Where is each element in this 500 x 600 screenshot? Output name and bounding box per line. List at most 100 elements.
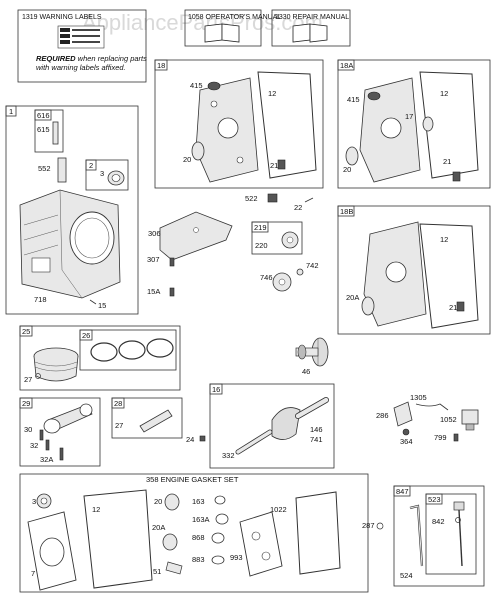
watermark-text: AppliancePartsPros.com — [82, 10, 323, 35]
o-ring-icon — [455, 517, 461, 523]
bolt-icon — [45, 439, 50, 451]
exhaust-gasket-icon — [295, 491, 341, 575]
group-number: 2 — [89, 161, 93, 170]
valve-guide-icon — [52, 121, 59, 145]
part-label: 51 — [153, 567, 161, 576]
warning-labels-box[interactable]: 1319 WARNING LABELS REQUIRED when replac… — [17, 9, 147, 83]
group-number: 26 — [82, 331, 90, 340]
part-label: 146 — [310, 425, 323, 434]
part-label: 30 — [24, 425, 32, 434]
part-label: 842 — [432, 517, 445, 526]
crankshaft-icon — [235, 397, 329, 455]
part-24[interactable]: 24 — [186, 435, 206, 444]
screw-icon — [169, 287, 175, 297]
part-label: 12 — [440, 235, 448, 244]
oil-seal-icon — [164, 493, 180, 511]
part-label: 742 — [306, 261, 319, 270]
part-label: 22 — [294, 203, 302, 212]
gasket-icon — [419, 223, 479, 329]
manual-number: 1058 — [188, 14, 204, 21]
o-ring-icon — [376, 522, 384, 530]
gasket-icon — [165, 561, 183, 575]
warning-note-line2: with warning labels affixed. — [36, 63, 126, 72]
part-label: 1305 — [410, 393, 427, 402]
breather-parts[interactable]: 306 307 15A 522 22 — [147, 193, 314, 297]
part-label: 1022 — [270, 505, 287, 514]
part-label: 163A — [192, 515, 210, 524]
part-label: 306 — [148, 229, 161, 238]
part-label: 46 — [302, 367, 310, 376]
oil-sensor-icon — [461, 409, 479, 431]
valve-cover-gasket-icon — [239, 511, 283, 577]
group-18a-crankcase-cover[interactable]: 18A 415 12 17 20 21 — [337, 59, 491, 189]
manual-number: 1330 — [275, 14, 291, 21]
part-label: 741 — [310, 435, 323, 444]
part-label: 307 — [147, 255, 160, 264]
group-number: 847 — [396, 487, 409, 496]
operators-manual-box[interactable]: 1058 OPERATOR'S MANUAL — [184, 9, 281, 47]
part-label: 20 — [154, 497, 162, 506]
warning-label-stack-icon — [57, 25, 105, 49]
part-label: 1052 — [440, 415, 457, 424]
cylinder-block-icon — [19, 189, 121, 299]
bracket-icon — [267, 193, 278, 203]
part-label: 7 — [31, 569, 35, 578]
part-label: 32 — [30, 441, 38, 450]
gasket-icon — [419, 71, 479, 179]
group-18-crankcase-cover[interactable]: 18 415 12 20 21 — [154, 59, 324, 189]
part-label: 163 — [192, 497, 205, 506]
warning-note-bold: REQUIRED — [36, 54, 76, 63]
group-25-piston[interactable]: 25 27 26 — [19, 325, 181, 391]
gasket-icon — [215, 513, 229, 525]
part-label: 868 — [192, 533, 205, 542]
gasket-set-358[interactable]: 358 ENGINE GASKET SET 3 7 12 20 20A 51 1… — [19, 473, 369, 593]
bolt-icon — [39, 429, 44, 441]
part-label: 552 — [38, 164, 51, 173]
part-label: 32A — [40, 455, 53, 464]
piston-rings-icon — [90, 338, 174, 362]
group-number: 219 — [254, 223, 267, 232]
part-label: 718 — [34, 295, 47, 304]
part-label: 15 — [98, 301, 106, 310]
crankcase-gasket-icon — [83, 489, 153, 589]
bushing-icon — [57, 157, 67, 183]
part-label: 15A — [147, 287, 160, 296]
svg-text:1330 REPAIR MANUAL: 1330 REPAIR MANUAL — [275, 14, 349, 21]
camshaft-icon — [295, 337, 329, 367]
piston-icon — [33, 347, 79, 382]
dipstick-tube-icon — [409, 504, 424, 567]
group-title: 358 ENGINE GASKET SET — [146, 475, 239, 484]
group-18b-crankcase-cover[interactable]: 18B 12 20A 21 — [337, 205, 491, 335]
group-29-connecting-rod[interactable]: 29 30 32 32A — [19, 397, 101, 467]
part-label: 287 — [362, 521, 375, 530]
group-number: 18B — [340, 207, 353, 216]
part-label: 27 — [115, 421, 123, 430]
part-label: 799 — [434, 433, 447, 442]
group-number: 523 — [428, 495, 441, 504]
part-label: 24 — [186, 435, 194, 444]
part-label: 993 — [230, 553, 243, 562]
part-label: 12 — [268, 89, 276, 98]
part-label: 12 — [440, 89, 448, 98]
gasket-icon — [257, 71, 317, 179]
camshaft-46[interactable]: 46 — [295, 337, 329, 376]
group-number: 18 — [157, 61, 165, 70]
gasket-icon — [211, 555, 225, 565]
part-label: 21 — [270, 161, 278, 170]
group-16-crankshaft[interactable]: 16 332 146 741 — [209, 383, 335, 469]
dipstick-tube-icon — [367, 91, 381, 101]
part-label: 20A — [346, 293, 359, 302]
group-219-governor[interactable]: 219 220 742 746 — [251, 221, 319, 292]
repair-manual-box[interactable]: 1330 REPAIR MANUAL — [271, 9, 351, 47]
group-number: 616 — [37, 111, 50, 120]
group-28-wrist-pin[interactable]: 28 27 — [111, 397, 183, 439]
group-847-dipstick[interactable]: 287 847 524 523 842 — [362, 485, 485, 587]
oil-sensor-parts[interactable]: 286 1305 1052 364 799 — [376, 393, 479, 446]
part-label: 746 — [260, 273, 273, 282]
bracket-icon — [393, 401, 413, 427]
plug-icon — [277, 159, 286, 170]
group-1-cylinder[interactable]: 1 616 615 552 2 3 718 15 — [5, 105, 139, 315]
part-label: 364 — [400, 437, 413, 446]
oil-seal-icon — [162, 533, 178, 551]
bolt-icon — [59, 447, 64, 461]
